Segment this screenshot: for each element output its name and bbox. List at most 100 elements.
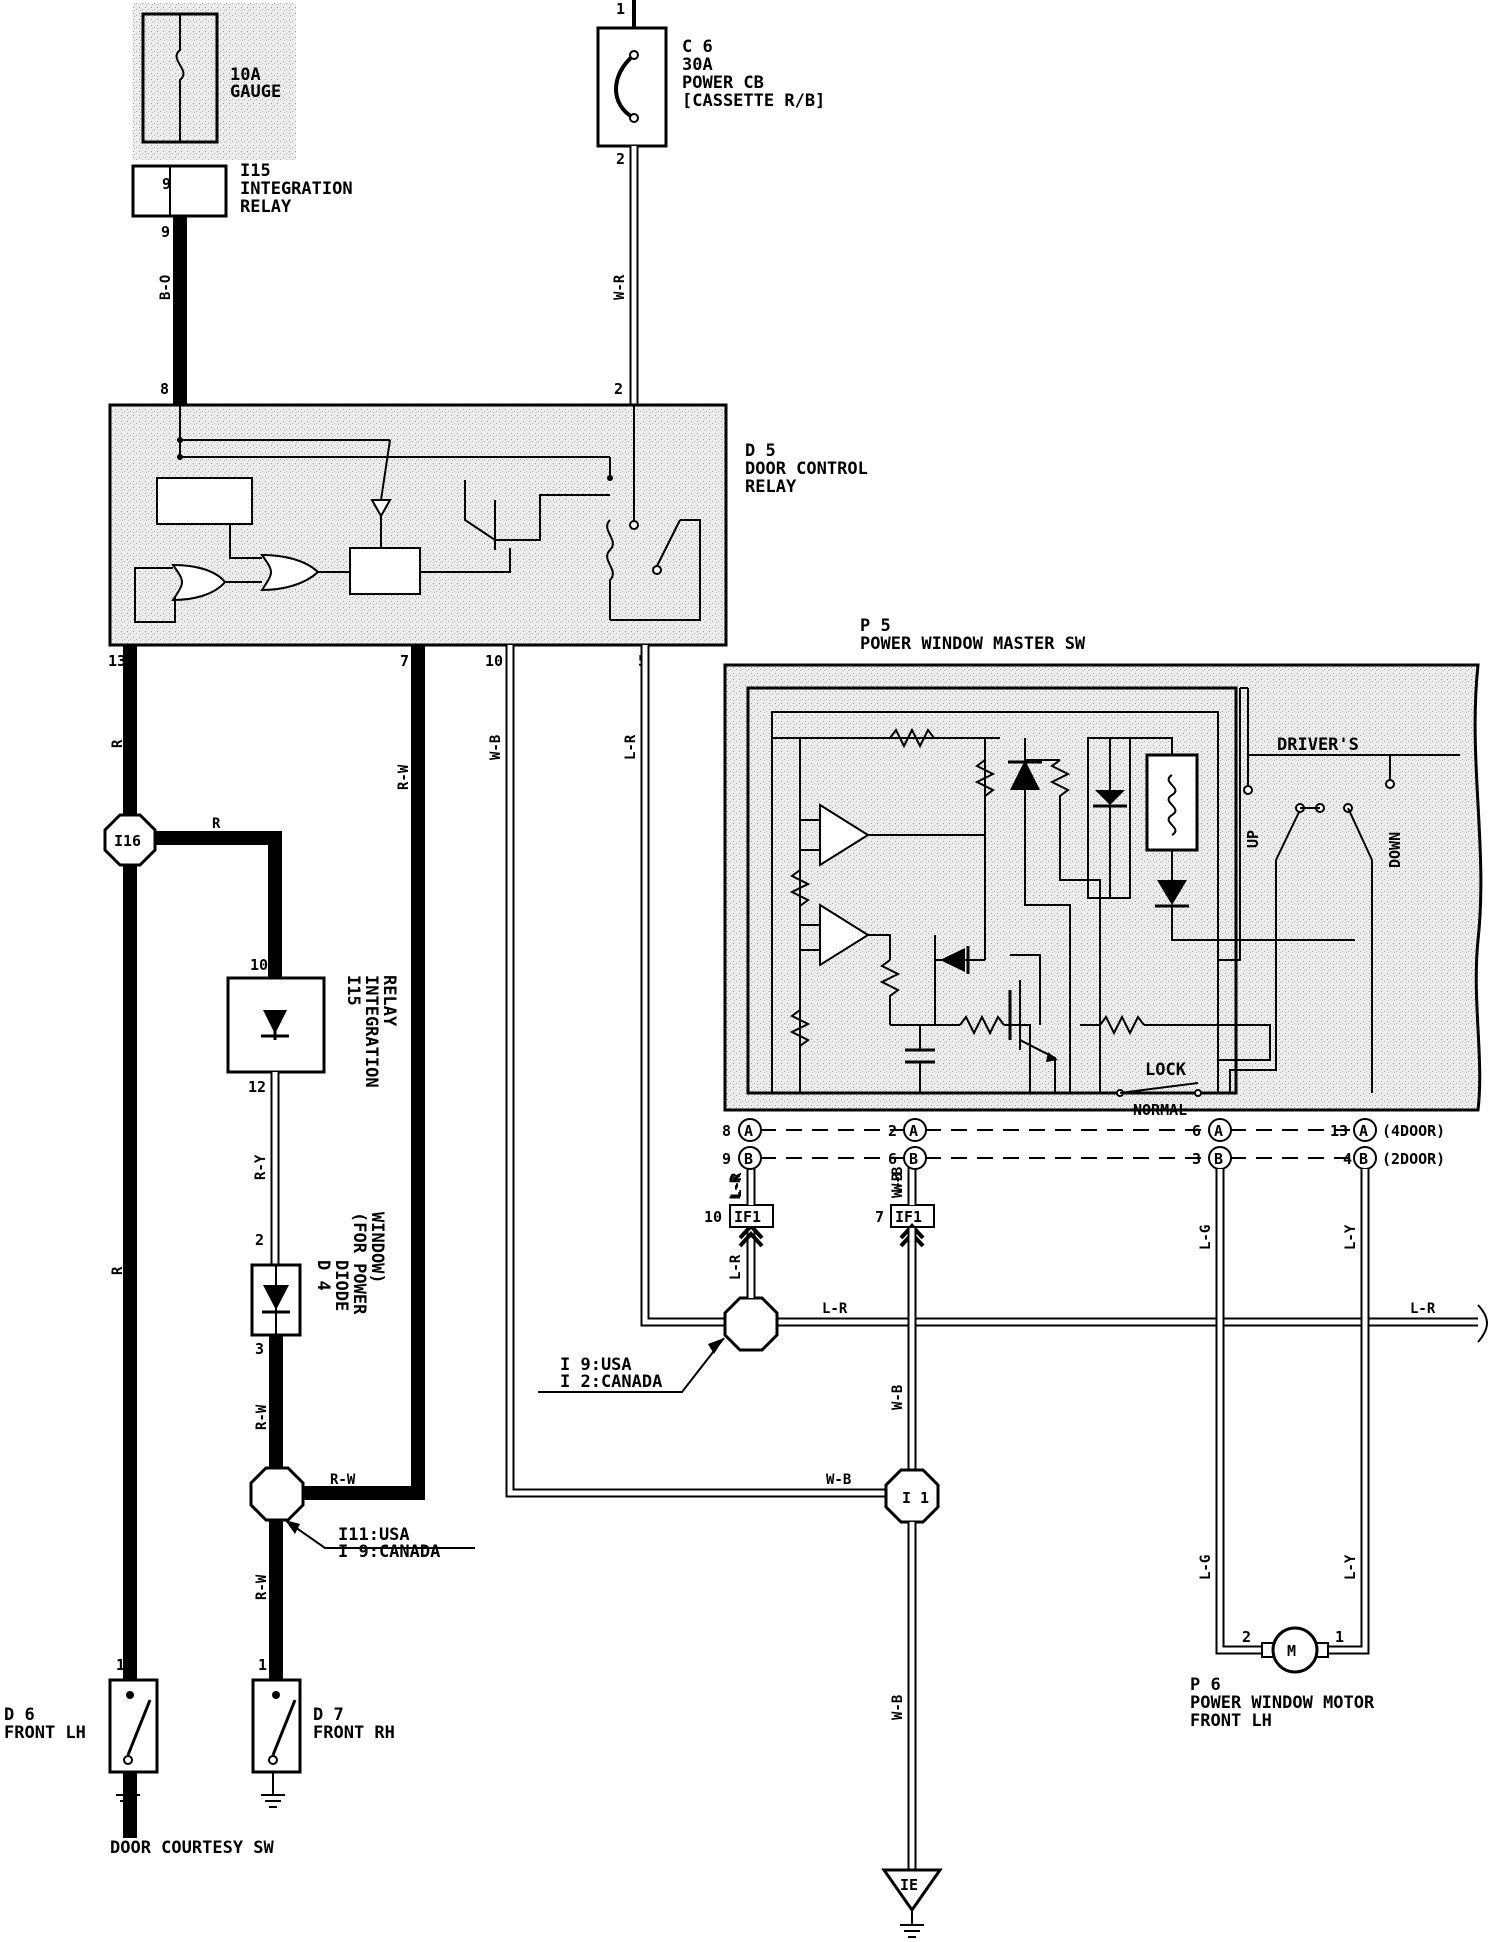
wire-label-lg2: L-G [1198,1555,1214,1580]
lock-label: LOCK [1145,1060,1187,1080]
pin-p5-6b: 6 [888,1150,897,1168]
conn-a-4: A [1359,1122,1368,1140]
fuse-gauge: 10A GAUGE [133,3,296,160]
wire-label-lr1: L-R [623,734,639,760]
power-window-master-switch: P 5 POWER WINDOW MASTER SW [723,616,1483,1119]
wire-label-r2: R [212,816,221,832]
wire-label-rw3: R-W [330,1472,356,1488]
pin-p5-9: 9 [722,1150,731,1168]
dcr-name1: DOOR CONTROL [745,459,868,479]
wire-label-wb6: W-B [890,1167,906,1192]
motor-name2: FRONT LH [1190,1711,1272,1731]
sw-lh-name: FRONT LH [4,1723,86,1743]
diode-name1: DIODE [331,1260,351,1311]
junction-i9: I 9:USA I 2:CANADA [538,1296,779,1393]
wire-label-r1: R [110,739,126,748]
cb-pin-2: 2 [616,150,625,168]
ground-label: IE [900,1876,918,1894]
wire-label-wr: W-R [612,274,628,300]
wire-r-branch [130,831,282,980]
pin-m-1: 1 [1335,1628,1344,1646]
diode-id: D 4 [313,1260,333,1291]
pin-ir-10: 10 [250,956,268,974]
pin-dcr-2: 2 [614,380,623,398]
up-label: UP [1244,830,1262,848]
pin-d4-3: 3 [255,1340,264,1358]
diode-name3: WINDOW) [367,1212,387,1284]
pin-p5-8: 8 [722,1122,731,1140]
wire-label-lr2: L-R [822,1301,848,1317]
conn-b-3: B [1214,1150,1223,1168]
conn-a-2: A [909,1122,918,1140]
connector-i16: I16 [103,813,157,867]
connector-i1: I 1 [884,1468,940,1524]
relay-top-id: I15 [240,161,271,181]
pin-9-out: 9 [161,223,170,241]
motor-symbol: M [1287,1642,1296,1660]
wire-label-wb5: W-B [890,1695,906,1720]
relay-top-name2: RELAY [240,197,292,217]
relay-top-name1: INTEGRATION [240,179,353,199]
integration-relay-mid: 10 12 I15 INTEGRATION RELAY [226,956,399,1096]
ir-mid-name2: RELAY [379,975,399,1027]
circuit-breaker: 1 2 C 6 30A POWER CB [CASSETTE R/B] [596,0,825,168]
sw-rh-id: D 7 [313,1705,344,1725]
junction-i9-line2: I 2:CANADA [560,1372,662,1392]
connector-a-row: A A A A 8 2 6 13 (4DOOR) [722,1118,1445,1142]
wire-label-ry: R-Y [253,1154,269,1180]
pin-dcr-8: 8 [160,380,169,398]
ground-ie: IE [881,1868,943,1938]
connector-b-row: B B B B 9 6 3 4 (2DOOR) [722,1146,1445,1170]
cb-rating: 30A [682,55,713,75]
pin-p5-13: 13 [1330,1122,1348,1140]
pin-p5-6a: 6 [1192,1122,1201,1140]
wire-label-r3: R [110,1266,126,1275]
wire-label-rw4: R-W [254,1574,270,1600]
pin-p5-2: 2 [888,1122,897,1140]
door-courtesy-label: DOOR COURTESY SW [110,1838,275,1858]
pin-d4-2: 2 [255,1231,264,1249]
connector-i16-label: I16 [114,832,141,850]
pin-dcr-7: 7 [400,652,409,670]
wire-label-wb1: W-B [488,735,504,760]
cb-location: [CASSETTE R/B] [682,91,825,111]
wire-rw [300,645,425,1500]
wire-label-lr3: L-R [1410,1301,1436,1317]
conn-a-1: A [744,1122,753,1140]
wire-label-rw2: R-W [396,764,412,790]
pin-m-2: 2 [1242,1628,1251,1646]
switch-front-lh: 1 D 6 FRONT LH [4,1656,159,1808]
conn-b-1: B [744,1150,753,1168]
wire-label-lr6: L-R [728,1174,744,1200]
ir-mid-id: I15 [343,975,363,1006]
wire-label-lr4: L-R [728,1254,744,1280]
conn-a-3: A [1214,1122,1223,1140]
switch-front-rh: 1 D 7 FRONT RH [251,1656,395,1808]
junction-i11-line1: I11:USA [338,1525,410,1545]
cb-name: POWER CB [682,73,764,93]
door-a-label: (4DOOR) [1382,1122,1445,1140]
normal-label: NORMAL [1133,1101,1187,1119]
p5-id: P 5 [860,616,891,636]
relay-top-pin: 9 [162,175,171,193]
pin-p5-4: 4 [1343,1150,1352,1168]
connector-if1-a: IF1 10 [704,1204,774,1228]
cb-pin-1: 1 [616,0,625,18]
down-label: DOWN [1386,832,1404,868]
integration-relay-top: 9 I15 INTEGRATION RELAY 9 [131,161,353,241]
pin-if1-7: 7 [875,1208,884,1226]
sw-lh-id: D 6 [4,1705,35,1725]
motor-id: P 6 [1190,1675,1221,1695]
pin-p5-3: 3 [1192,1150,1201,1168]
wire-label-ly1: L-Y [1343,1224,1359,1250]
connector-if1-b: IF1 7 [875,1204,935,1228]
wire-label-ly2: L-Y [1343,1554,1359,1580]
connector-i1-label: I 1 [902,1489,929,1507]
dcr-name2: RELAY [745,477,797,497]
ir-mid-name1: INTEGRATION [361,975,381,1088]
fuse-name: GAUGE [230,82,281,102]
sw-rh-name: FRONT RH [313,1723,395,1743]
wire-label-wb3: W-B [890,1173,906,1198]
power-window-motor: 2 1 M P 6 POWER WINDOW MOTOR FRONT LH [1190,1626,1375,1731]
